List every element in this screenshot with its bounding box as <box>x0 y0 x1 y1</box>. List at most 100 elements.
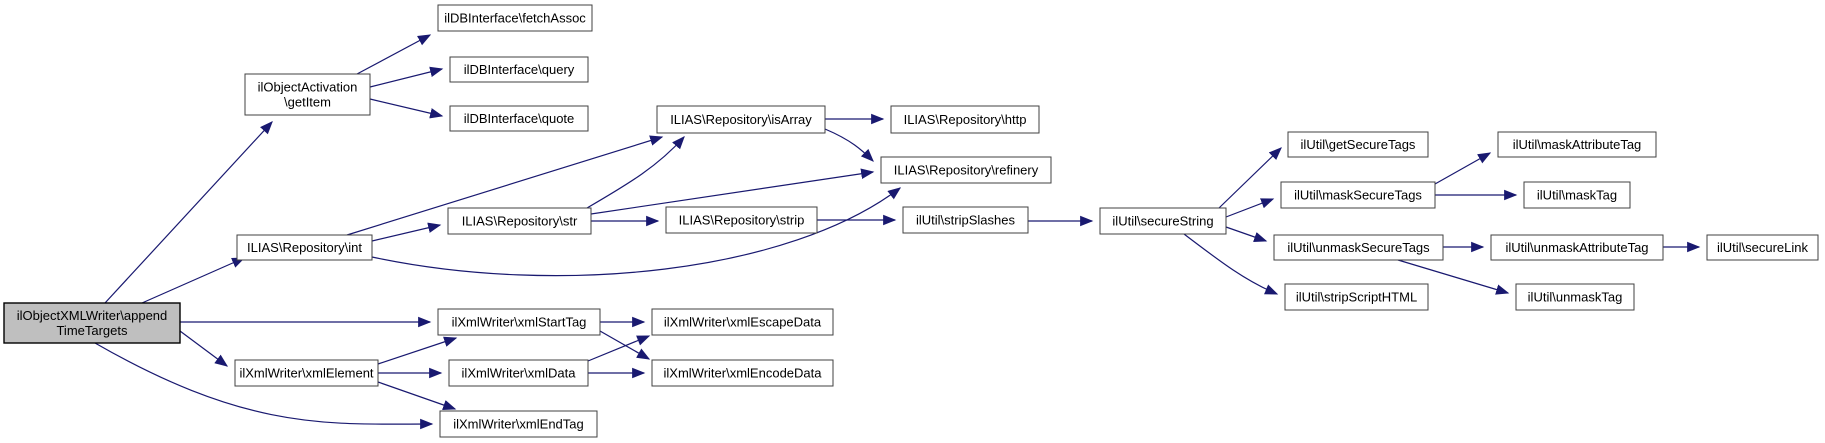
node-http[interactable]: ILIAS\Repository\http <box>890 105 1040 134</box>
node-box-xml_end_tag[interactable] <box>439 410 598 438</box>
node-label-is_array: ILIAS\Repository\isArray <box>670 112 812 127</box>
edge-get_item-to-fetch_assoc <box>356 34 432 75</box>
node-box-unmask_attribute_tag[interactable] <box>1490 234 1664 261</box>
node-strip_script_html[interactable]: ilUtil\stripScriptHTML <box>1284 283 1429 311</box>
node-mask_secure_tags[interactable]: ilUtil\maskSecureTags <box>1280 181 1436 209</box>
node-label-line: ilXmlWriter\xmlElement <box>239 366 373 381</box>
node-box-unmask_secure_tags[interactable] <box>1273 234 1444 261</box>
node-label-strip_slashes: ilUtil\stripSlashes <box>916 213 1015 228</box>
node-label-xml_start_tag: ilXmlWriter\xmlStartTag <box>452 315 587 330</box>
node-box-xml_escape_data[interactable] <box>651 308 834 336</box>
node-query[interactable]: ilDBInterface\query <box>449 56 589 83</box>
node-is_array[interactable]: ILIAS\Repository\isArray <box>656 105 826 134</box>
node-strip_slashes[interactable]: ilUtil\stripSlashes <box>902 206 1029 234</box>
node-label-refinery: ILIAS\Repository\refinery <box>894 163 1039 178</box>
node-label-line: ilXmlWriter\xmlEscapeData <box>664 315 822 330</box>
node-unmask_attribute_tag[interactable]: ilUtil\unmaskAttributeTag <box>1490 234 1664 261</box>
node-xml_element[interactable]: ilXmlWriter\xmlElement <box>234 359 379 387</box>
edge-secure_string-to-mask_secure_tags <box>1225 198 1275 218</box>
node-label-line: ilUtil\stripSlashes <box>916 213 1015 228</box>
node-secure_string[interactable]: ilUtil\secureString <box>1099 207 1227 235</box>
node-xml_start_tag[interactable]: ilXmlWriter\xmlStartTag <box>437 308 601 336</box>
node-label-line: ilUtil\unmaskSecureTags <box>1287 240 1430 255</box>
node-quote[interactable]: ilDBInterface\quote <box>449 105 589 132</box>
node-box-get_item[interactable] <box>244 73 371 116</box>
node-box-int[interactable] <box>236 234 373 261</box>
node-box-query[interactable] <box>449 56 589 83</box>
node-label-line: ilUtil\maskAttributeTag <box>1513 137 1642 152</box>
node-label-line: ilObjectXMLWriter\append <box>17 308 168 323</box>
node-box-xml_encode_data[interactable] <box>651 359 834 387</box>
edge-unmask_secure_tags-to-unmask_tag <box>1397 259 1510 295</box>
node-label-line: ilDBInterface\fetchAssoc <box>444 11 586 26</box>
node-label-line: ilDBInterface\query <box>464 62 575 77</box>
node-box-secure_link[interactable] <box>1706 234 1819 261</box>
edge-append_time_targets-to-xml_end_tag <box>94 342 434 430</box>
node-label-fetch_assoc: ilDBInterface\fetchAssoc <box>444 11 586 26</box>
node-get_item[interactable]: ilObjectActivation\getItem <box>244 73 371 116</box>
edge-append_time_targets-to-get_item <box>104 121 273 304</box>
edge-xml_element-to-xml_end_tag <box>377 381 457 411</box>
node-label-line: ILIAS\Repository\isArray <box>670 112 812 127</box>
node-unmask_tag[interactable]: ilUtil\unmaskTag <box>1515 283 1635 311</box>
node-label-line: ilUtil\maskSecureTags <box>1294 188 1422 203</box>
node-get_secure_tags[interactable]: ilUtil\getSecureTags <box>1287 131 1429 158</box>
node-box-secure_string[interactable] <box>1099 207 1227 235</box>
edge-append_time_targets-to-int <box>141 257 246 304</box>
node-xml_end_tag[interactable]: ilXmlWriter\xmlEndTag <box>439 410 598 438</box>
node-fetch_assoc[interactable]: ilDBInterface\fetchAssoc <box>437 4 593 32</box>
node-label-strip: ILIAS\Repository\strip <box>679 213 805 228</box>
node-box-mask_tag[interactable] <box>1523 181 1631 209</box>
node-label-line: ilUtil\secureString <box>1112 214 1213 229</box>
node-box-mask_attribute_tag[interactable] <box>1497 131 1657 158</box>
node-label-get_secure_tags: ilUtil\getSecureTags <box>1301 137 1416 152</box>
node-label-line: ILIAS\Repository\http <box>904 112 1027 127</box>
edge-str-to-refinery <box>590 168 875 215</box>
node-label-line: ilUtil\unmaskAttributeTag <box>1505 240 1648 255</box>
node-label-secure_string: ilUtil\secureString <box>1112 214 1213 229</box>
node-label-line: ilXmlWriter\xmlEndTag <box>453 417 584 432</box>
node-label-mask_secure_tags: ilUtil\maskSecureTags <box>1294 188 1422 203</box>
node-box-is_array[interactable] <box>656 105 826 134</box>
edge-secure_string-to-get_secure_tags <box>1218 147 1282 209</box>
node-box-strip[interactable] <box>665 206 818 234</box>
node-box-str[interactable] <box>447 207 592 235</box>
node-box-quote[interactable] <box>449 105 589 132</box>
node-box-strip_script_html[interactable] <box>1284 283 1429 311</box>
node-label-xml_element: ilXmlWriter\xmlElement <box>239 366 373 381</box>
node-strip[interactable]: ILIAS\Repository\strip <box>665 206 818 234</box>
node-label-int: ILIAS\Repository\int <box>247 240 362 255</box>
node-box-refinery[interactable] <box>880 156 1052 184</box>
node-box-mask_secure_tags[interactable] <box>1280 181 1436 209</box>
node-xml_encode_data[interactable]: ilXmlWriter\xmlEncodeData <box>651 359 834 387</box>
node-secure_link[interactable]: ilUtil\secureLink <box>1706 234 1819 261</box>
node-xml_escape_data[interactable]: ilXmlWriter\xmlEscapeData <box>651 308 834 336</box>
edge-str-to-is_array <box>586 136 685 209</box>
node-mask_tag[interactable]: ilUtil\maskTag <box>1523 181 1631 209</box>
node-box-xml_start_tag[interactable] <box>437 308 601 336</box>
node-label-line: ilXmlWriter\xmlStartTag <box>452 315 587 330</box>
node-mask_attribute_tag[interactable]: ilUtil\maskAttributeTag <box>1497 131 1657 158</box>
node-str[interactable]: ILIAS\Repository\str <box>447 207 592 235</box>
node-label-secure_link: ilUtil\secureLink <box>1717 240 1809 255</box>
node-label-line: ilXmlWriter\xmlEncodeData <box>664 366 823 381</box>
node-label-line: \getItem <box>284 95 331 110</box>
node-label-xml_encode_data: ilXmlWriter\xmlEncodeData <box>664 366 823 381</box>
node-int[interactable]: ILIAS\Repository\int <box>236 234 373 261</box>
edge-is_array-to-refinery <box>824 128 874 162</box>
edges-layer <box>94 34 1701 430</box>
node-box-xml_element[interactable] <box>234 359 379 387</box>
node-unmask_secure_tags[interactable]: ilUtil\unmaskSecureTags <box>1273 234 1444 261</box>
node-box-xml_data[interactable] <box>448 359 589 387</box>
node-refinery[interactable]: ILIAS\Repository\refinery <box>880 156 1052 184</box>
node-box-get_secure_tags[interactable] <box>1287 131 1429 158</box>
node-xml_data[interactable]: ilXmlWriter\xmlData <box>448 359 589 387</box>
node-label-line: ILIAS\Repository\refinery <box>894 163 1039 178</box>
node-box-unmask_tag[interactable] <box>1515 283 1635 311</box>
node-box-fetch_assoc[interactable] <box>437 4 593 32</box>
node-box-strip_slashes[interactable] <box>902 206 1029 234</box>
node-label-strip_script_html: ilUtil\stripScriptHTML <box>1296 290 1417 305</box>
node-box-http[interactable] <box>890 105 1040 134</box>
